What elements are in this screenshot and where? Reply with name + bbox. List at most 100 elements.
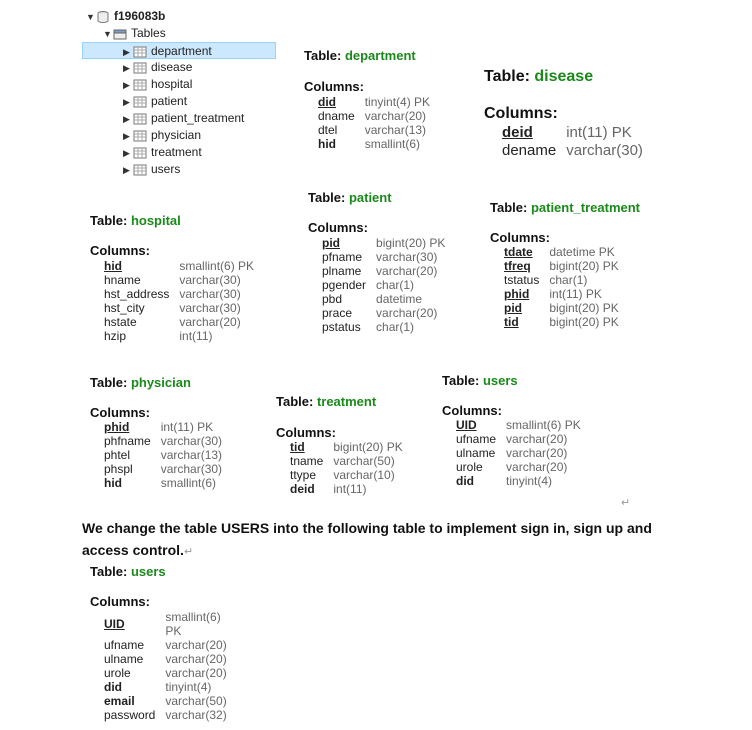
expand-arrow-icon[interactable]: ▼: [86, 12, 95, 22]
column-type: bigint(20) PK: [376, 236, 446, 250]
change-note: We change the table USERS into the follo…: [82, 517, 742, 563]
expand-arrow-icon[interactable]: ▶: [123, 80, 130, 90]
table-name: disease: [534, 68, 594, 85]
table-icon: [133, 62, 147, 74]
column-name: did: [318, 95, 336, 109]
table-prefix: Table:: [308, 190, 349, 205]
column-type: tinyint(4) PK: [364, 95, 431, 109]
column-type: varchar(30): [566, 142, 643, 159]
table-icon: [133, 164, 147, 176]
table-prefix: Table:: [484, 68, 535, 85]
column-type: varchar(20): [179, 315, 241, 329]
expand-arrow-icon[interactable]: ▶: [123, 47, 130, 57]
tree-item-patient-treatment[interactable]: ▶ patient_treatment: [123, 110, 244, 127]
column-name: dtel: [318, 123, 338, 137]
column-name: hname: [104, 273, 141, 287]
table-icon: [133, 113, 147, 125]
expand-arrow-icon[interactable]: ▼: [103, 29, 112, 39]
columns-label: Columns:: [304, 79, 364, 94]
table-prefix: Table:: [276, 394, 317, 409]
expand-arrow-icon[interactable]: ▶: [123, 165, 130, 175]
column-type: char(1): [376, 320, 415, 334]
tree-item-disease[interactable]: ▶disease: [123, 59, 192, 76]
tree-tables-node[interactable]: ▼ Tables: [103, 25, 166, 42]
table-name: hospital: [130, 213, 181, 228]
database-name: f196083b: [114, 9, 166, 23]
expand-arrow-icon[interactable]: ▶: [123, 97, 130, 107]
column-name: UID: [456, 418, 477, 432]
table-icon: [133, 147, 147, 159]
column-name: hid: [318, 137, 336, 151]
table-prefix: Table:: [304, 48, 345, 63]
column-type: varchar(13): [160, 448, 223, 462]
column-name: password: [104, 708, 156, 722]
column-type: int(11) PK: [549, 287, 602, 301]
table-prefix: Table:: [442, 373, 483, 388]
column-name: hstate: [104, 315, 137, 329]
database-icon: [97, 10, 109, 23]
column-type: varchar(30): [179, 273, 241, 287]
table-title: Table: department: [304, 48, 416, 63]
column-name: pid: [504, 301, 522, 315]
tree-item-treatment[interactable]: ▶ treatment: [123, 144, 202, 161]
tree-item-label: users: [151, 162, 181, 176]
column-type: varchar(10): [333, 468, 395, 482]
columns-label: Columns:: [490, 230, 550, 245]
expand-arrow-icon[interactable]: ▶: [123, 63, 130, 73]
tree-item-users[interactable]: ▶ users: [123, 161, 180, 178]
column-name: phid: [504, 287, 530, 301]
column-type: datetime PK: [549, 245, 615, 259]
column-name: pfname: [322, 250, 363, 264]
tree-item-hospital[interactable]: ▶ hospital: [123, 76, 192, 93]
tree-db-node[interactable]: ▼ f196083b: [86, 8, 165, 25]
table-prefix: Table:: [490, 200, 531, 215]
tree-item-department[interactable]: ▶department: [82, 42, 276, 59]
column-type: varchar(30): [160, 462, 223, 476]
table-prefix: Table:: [90, 375, 131, 390]
note-line-2: access control.: [82, 542, 184, 558]
column-name: plname: [322, 264, 362, 278]
tree-item-label: patient_treatment: [151, 111, 245, 125]
column-name: tname: [290, 454, 324, 468]
table-title: Table: hospital: [90, 213, 181, 228]
table-prefix: Table:: [90, 564, 131, 579]
column-type: char(1): [549, 273, 588, 287]
column-type: varchar(30): [179, 301, 241, 315]
expand-arrow-icon[interactable]: ▶: [123, 148, 130, 158]
tree-item-physician[interactable]: ▶ physician: [123, 127, 201, 144]
column-type: int(11): [179, 329, 213, 343]
table-prefix: Table:: [90, 213, 131, 228]
expand-arrow-icon[interactable]: ▶: [123, 131, 130, 141]
column-type: tinyint(4): [506, 474, 553, 488]
table-title: Table: users: [442, 373, 518, 388]
column-name: tdate: [504, 245, 533, 259]
table-icon: [133, 96, 147, 108]
column-type: bigint(20) PK: [549, 259, 619, 273]
columns-label: Columns:: [90, 405, 150, 420]
tables-label: Tables: [131, 26, 166, 40]
column-type: int(11) PK: [160, 420, 214, 434]
table-name: users: [482, 373, 518, 388]
columns-label: Columns:: [442, 403, 502, 418]
column-type: datetime: [376, 292, 423, 306]
table-title: Table: patient_treatment: [490, 200, 640, 215]
tree-item-label: treatment: [151, 145, 202, 159]
table-name: department: [344, 48, 416, 63]
paragraph-mark-icon: ↵: [621, 497, 631, 509]
tree-item-label: physician: [151, 128, 202, 142]
column-type: tinyint(4): [165, 680, 212, 694]
table-icon: [133, 130, 147, 142]
expand-arrow-icon[interactable]: ▶: [123, 114, 130, 124]
columns-label: Columns:: [308, 220, 368, 235]
column-type: bigint(20) PK: [549, 301, 619, 315]
column-type: varchar(20): [165, 638, 227, 652]
table-title: Table: physician: [90, 375, 191, 390]
columns-label: Columns:: [90, 243, 150, 258]
tree-item-label: hospital: [151, 77, 193, 91]
tree-item-patient[interactable]: ▶patient: [123, 93, 187, 110]
paragraph-mark-icon: ↵: [183, 546, 194, 558]
column-name: hst_city: [104, 301, 145, 315]
column-name: ttype: [290, 468, 317, 482]
